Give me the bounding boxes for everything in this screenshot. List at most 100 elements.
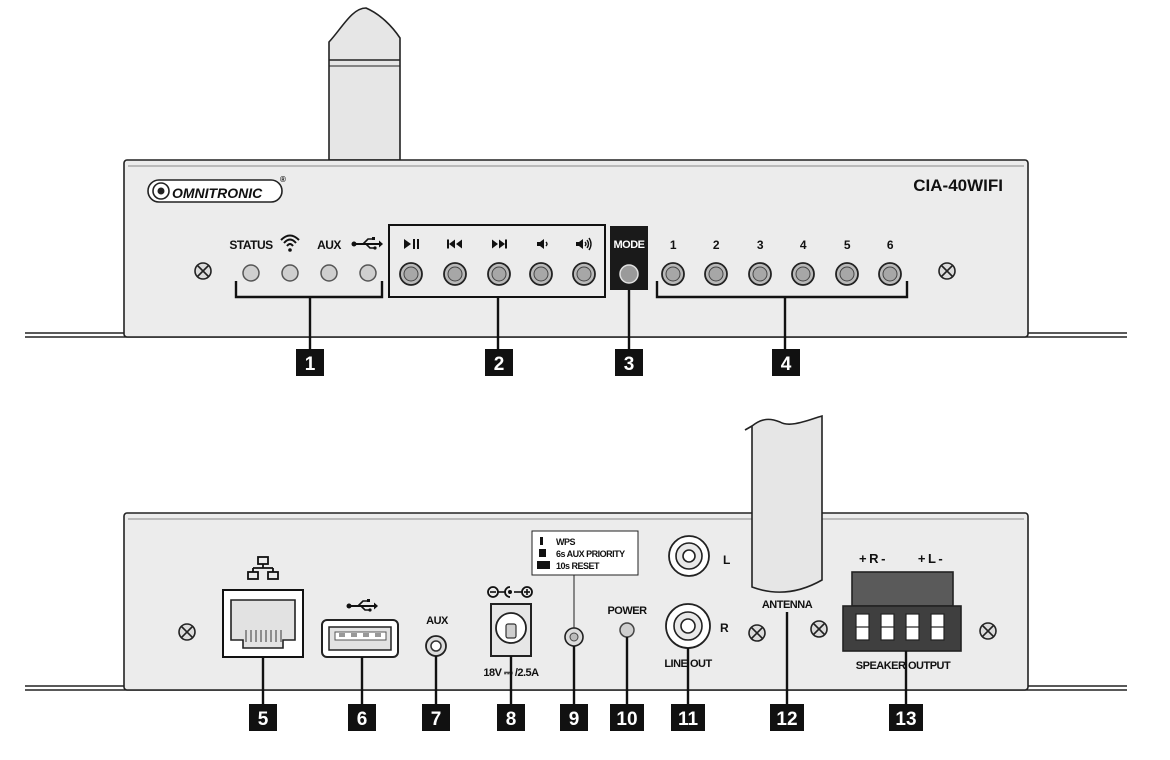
model-name: CIA-40WIFI (913, 176, 1003, 195)
svg-text:8: 8 (506, 709, 517, 730)
ethernet-port[interactable] (222, 589, 304, 658)
speaker-output-terminal[interactable] (842, 571, 962, 652)
preset-button-4[interactable] (791, 262, 815, 286)
rear-view: AUX 18V ⎓ /2.5A WPS (25, 414, 1127, 731)
usb-led (359, 264, 377, 282)
omnitronic-logo: OMNITRONIC ® (147, 175, 286, 203)
next-button[interactable] (487, 262, 511, 286)
front-view: OMNITRONIC ® CIA-40WIFI STATUS AUX (25, 7, 1127, 376)
preset-button-5[interactable] (835, 262, 859, 286)
mode-button[interactable] (619, 264, 639, 284)
speaker-polarity-right: + R - (859, 551, 885, 566)
preset-button-2[interactable] (704, 262, 728, 286)
dc-power-jack[interactable] (490, 603, 532, 657)
volume-down-icon (537, 239, 548, 249)
callout-6: 6 (348, 704, 376, 731)
svg-text:10: 10 (616, 709, 637, 730)
play-pause-icon (404, 239, 419, 249)
usb-icon (351, 237, 383, 250)
power-led (619, 622, 635, 638)
previous-button[interactable] (443, 262, 467, 286)
antenna-label: ANTENNA (762, 599, 813, 611)
svg-text:6: 6 (357, 709, 368, 730)
screw-rear-left (178, 623, 196, 641)
wifi-icon (280, 234, 300, 252)
front-antenna (328, 7, 401, 161)
volume-up-button[interactable] (572, 262, 596, 286)
wps-button[interactable] (564, 627, 584, 647)
brand-name: OMNITRONIC (172, 185, 263, 201)
status-led (242, 264, 260, 282)
preset-label-2: 2 (713, 238, 720, 252)
preset-button-3[interactable] (748, 262, 772, 286)
play-pause-button[interactable] (399, 262, 423, 286)
aux-priority-function: 6s AUX PRIORITY (556, 549, 625, 559)
reset-marker (537, 561, 550, 569)
aux-input-jack[interactable] (425, 635, 447, 657)
screw-front-right (938, 262, 956, 280)
usb-icon (346, 599, 378, 612)
speaker-polarity-left: + L - (918, 551, 943, 566)
screw-rear-mid-2 (810, 620, 828, 638)
power-label: POWER (607, 605, 647, 617)
bracket-4 (655, 281, 909, 299)
callout-9: 9 (560, 704, 588, 731)
aux-input-label: AUX (426, 615, 449, 627)
line-out-r-label: R (720, 621, 729, 635)
svg-text:11: 11 (678, 709, 699, 730)
callout-8: 8 (497, 704, 525, 731)
callout-4: 4 (772, 349, 800, 376)
wps-function: WPS (556, 537, 575, 547)
preset-label-4: 4 (800, 238, 807, 252)
button-function-legend: WPS 6s AUX PRIORITY 10s RESET (531, 530, 639, 576)
callout-2: 2 (485, 349, 513, 376)
line-out-right-jack[interactable] (665, 603, 711, 649)
network-icon (247, 556, 279, 580)
svg-text:7: 7 (431, 709, 442, 730)
polarity-icon (487, 586, 533, 598)
preset-label-5: 5 (844, 238, 851, 252)
callout-3: 3 (615, 349, 643, 376)
reset-function: 10s RESET (556, 561, 600, 571)
next-icon (492, 239, 507, 249)
screw-front-left (194, 262, 212, 280)
wifi-led (281, 264, 299, 282)
rear-antenna (744, 414, 823, 593)
aux-priority-marker (539, 549, 546, 557)
aux-led (320, 264, 338, 282)
line-out-left-jack[interactable] (668, 535, 710, 577)
preset-label-3: 3 (757, 238, 764, 252)
svg-text:5: 5 (258, 709, 269, 730)
aux-indicator-label: AUX (317, 238, 341, 252)
callout-13: 13 (889, 704, 923, 731)
preset-button-6[interactable] (878, 262, 902, 286)
mode-label: MODE (614, 239, 645, 251)
volume-up-icon (576, 237, 592, 251)
registered-mark: ® (280, 175, 286, 184)
callout-7: 7 (422, 704, 450, 731)
callout-5: 5 (249, 704, 277, 731)
svg-text:12: 12 (776, 709, 797, 730)
screw-rear-right (979, 622, 997, 640)
svg-text:13: 13 (895, 709, 916, 730)
svg-text:9: 9 (569, 709, 580, 730)
preset-button-1[interactable] (661, 262, 685, 286)
svg-text:4: 4 (781, 354, 792, 375)
callout-10: 10 (610, 704, 644, 731)
speaker-output-label: SPEAKER OUTPUT (856, 660, 951, 672)
wps-marker (540, 537, 543, 545)
screw-rear-mid-1 (748, 624, 766, 642)
status-label: STATUS (229, 238, 273, 252)
svg-text:1: 1 (305, 354, 316, 375)
svg-text:3: 3 (624, 354, 635, 375)
usb-port[interactable] (321, 619, 399, 658)
preset-label-1: 1 (670, 238, 677, 252)
line-out-l-label: L (723, 553, 730, 567)
callout-12: 12 (770, 704, 804, 731)
preset-label-6: 6 (887, 238, 894, 252)
callout-1: 1 (296, 349, 324, 376)
volume-down-button[interactable] (529, 262, 553, 286)
svg-text:2: 2 (494, 354, 505, 375)
front-panel (123, 159, 1029, 338)
